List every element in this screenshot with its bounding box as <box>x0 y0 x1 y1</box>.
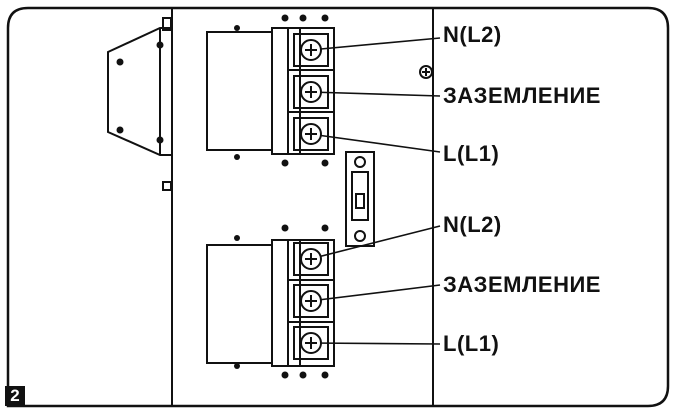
leader-lower-ground <box>309 284 441 302</box>
label-lower-line: L(L1) <box>443 331 500 356</box>
panel-outline <box>6 6 670 408</box>
figure-number-badge: 2 <box>5 386 25 406</box>
leader-upper-ground <box>309 91 441 97</box>
label-lower-neutral: N(L2) <box>443 212 502 237</box>
leader-upper-l <box>309 133 441 153</box>
label-upper-line: L(L1) <box>443 141 500 166</box>
leader-upper-n <box>309 37 441 51</box>
leader-lower-n <box>309 225 441 260</box>
label-lower-ground: ЗАЗЕМЛЕНИЕ <box>443 272 601 297</box>
lower-terminal-body <box>206 244 273 364</box>
label-upper-neutral: N(L2) <box>443 22 502 47</box>
label-upper-ground: ЗАЗЕМЛЕНИЕ <box>443 83 601 108</box>
leader-lower-l <box>309 342 441 345</box>
upper-terminal-body <box>206 31 273 151</box>
